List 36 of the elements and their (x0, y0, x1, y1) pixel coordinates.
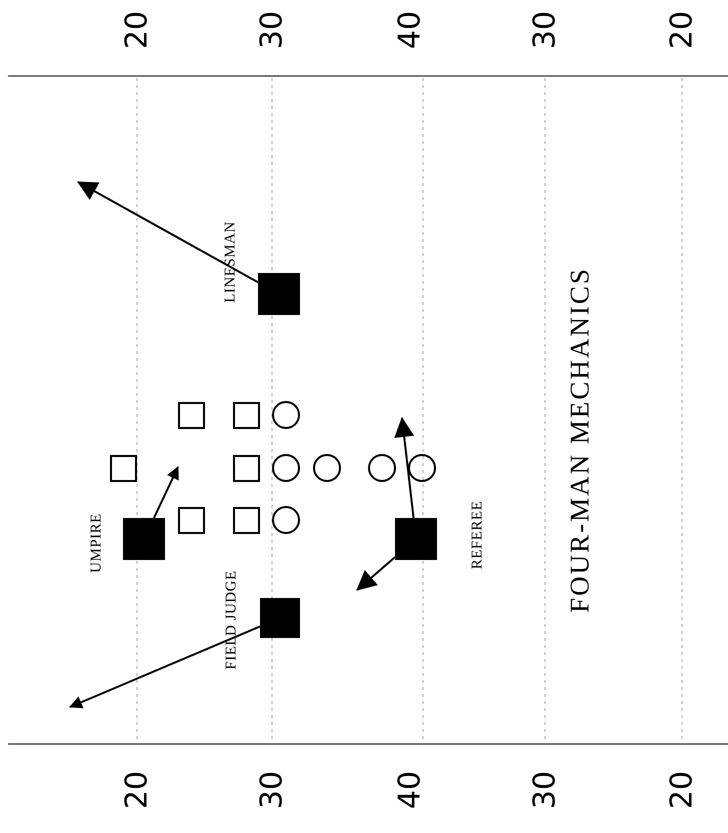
yard-number: 20 (120, 10, 154, 50)
official-label: LINESMAN (222, 221, 240, 303)
yard-number: 20 (664, 770, 700, 810)
official-square (260, 598, 300, 638)
yard-number: 30 (528, 10, 562, 50)
yard-number: 30 (254, 770, 290, 810)
yard-number: 30 (254, 10, 290, 50)
yard-number: 20 (120, 770, 154, 810)
movement-arrow (356, 556, 396, 591)
player-square (178, 506, 204, 534)
diagram-title: FOUR-MAN MECHANICS (564, 267, 596, 613)
player-circle (408, 454, 436, 482)
player-square (110, 454, 136, 482)
player-circle (272, 454, 300, 482)
player-circle (272, 401, 300, 429)
player-square (232, 506, 260, 534)
yard-number: 40 (392, 10, 428, 50)
official-square (395, 518, 437, 560)
movement-arrow (394, 417, 415, 518)
yard-number: 30 (528, 770, 562, 810)
player-square (178, 402, 204, 428)
official-label: UMPIRE (88, 513, 106, 573)
movement-arrow (77, 181, 258, 284)
yard-number: 40 (392, 770, 428, 810)
player-square (232, 402, 260, 428)
movement-arrow (153, 466, 179, 518)
official-label: REFEREE (470, 500, 486, 570)
player-square (232, 454, 260, 482)
movement-arrow (69, 626, 260, 708)
official-square (258, 273, 300, 315)
official-label: FIELD JUDGE (224, 570, 240, 670)
player-circle (313, 454, 341, 482)
official-square (123, 518, 165, 560)
player-circle (272, 506, 300, 534)
yard-number: 20 (664, 10, 700, 50)
player-circle (368, 454, 396, 482)
